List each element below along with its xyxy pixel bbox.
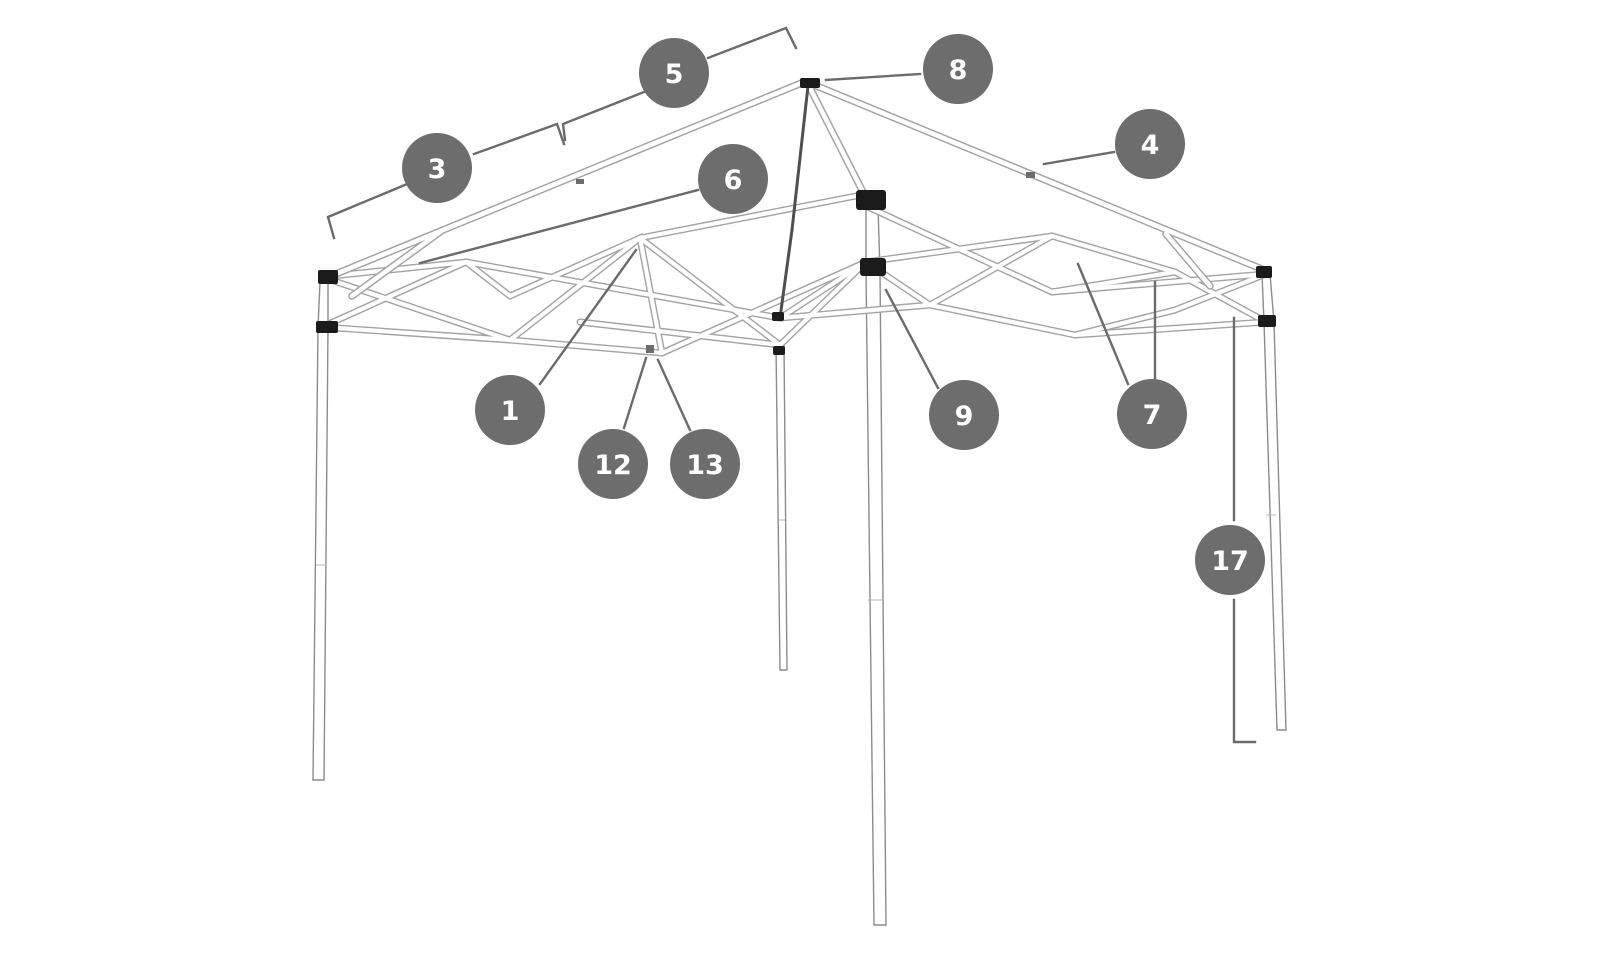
- callouts: 1 3 4 5 6 7 8 9: [402, 34, 1265, 595]
- truss-right-lower-hi: [863, 259, 1269, 338]
- rafter-right-hi: [809, 81, 1267, 273]
- canopy-frame: [312, 78, 1287, 926]
- callout-8-circle: [923, 34, 993, 104]
- corner-connector-front-left-top: [318, 270, 338, 284]
- leg-front-center: [865, 271, 887, 926]
- corner-connector-front-right-top: [1256, 266, 1272, 278]
- leader-6: [418, 188, 700, 265]
- callout-7-label: 7: [1143, 400, 1162, 431]
- truss-front-diag-a-hi: [659, 259, 869, 356]
- callout-6-circle: [698, 144, 768, 214]
- truss-right-cross-c-hi: [1049, 269, 1178, 295]
- truss-front-cross: [636, 234, 870, 350]
- callout-12-circle: [578, 429, 648, 499]
- callout-5-label: 5: [665, 59, 684, 90]
- leader-3-bracket-left: [326, 180, 414, 240]
- callout-8: 8: [923, 34, 993, 104]
- truss-back-upper-hi: [637, 193, 859, 241]
- rafter-front-hi: [807, 85, 869, 201]
- center-scissor-pin: [646, 345, 654, 353]
- callout-12: 12: [578, 429, 648, 499]
- leader-lines: [326, 26, 1257, 744]
- callout-17: 17: [1195, 525, 1265, 595]
- rafter-left-brace-hi: [349, 229, 443, 299]
- callout-3-label: 3: [428, 154, 447, 185]
- truss-left-cross-a-hi: [319, 259, 469, 330]
- truss-right-cross-d-hi: [1072, 271, 1269, 338]
- rafter-right-brace-hi: [1163, 231, 1213, 289]
- corner-connector-front-right-slider: [1258, 315, 1276, 327]
- truss-front-lower-hi: [577, 319, 783, 348]
- roof-rafters: [322, 78, 1268, 319]
- callout-1-circle: [475, 375, 545, 445]
- leader-8: [824, 72, 922, 82]
- corner-connector-front-center-slider: [860, 258, 886, 276]
- corner-connector-back-left-slider: [773, 346, 785, 355]
- callout-6-label: 6: [724, 165, 743, 196]
- callout-1: 1: [475, 375, 545, 445]
- leader-1: [538, 248, 638, 386]
- leader-9: [884, 288, 940, 390]
- leader-7a: [1076, 262, 1130, 386]
- callout-3-circle: [402, 133, 472, 203]
- callout-5: 5: [639, 38, 709, 108]
- corner-connector-front-center-top: [856, 190, 886, 210]
- callout-7: 7: [1117, 379, 1187, 449]
- rafter-joint-marker-left: [576, 179, 584, 184]
- center-strap: [778, 85, 810, 319]
- rafter-left-hi: [323, 79, 807, 281]
- callout-8-label: 8: [949, 55, 968, 86]
- truss-back-mid-hi: [777, 302, 933, 321]
- callout-9-label: 9: [955, 401, 974, 432]
- leg-front-left: [312, 327, 329, 781]
- leg-front-right-upper: [1261, 273, 1275, 323]
- callout-4-label: 4: [1141, 130, 1160, 161]
- corner-connector-front-left-slider: [316, 321, 338, 333]
- callout-17-label: 17: [1211, 546, 1249, 577]
- frame-connectors: [316, 78, 1276, 355]
- callout-17-circle: [1195, 525, 1265, 595]
- leader-17-bottom: [1232, 598, 1257, 744]
- leader-13: [656, 358, 692, 432]
- rafter-joint-marker: [1026, 172, 1035, 178]
- leg-back-left: [775, 344, 788, 671]
- callout-13-circle: [670, 429, 740, 499]
- top-hub-connector: [800, 78, 820, 88]
- corner-connector-back-left-top: [772, 312, 784, 321]
- callout-9: 9: [929, 380, 999, 450]
- leader-4: [1042, 150, 1116, 166]
- callout-5-circle: [639, 38, 709, 108]
- callout-13-label: 13: [686, 450, 724, 481]
- truss-left-upper-hi: [319, 235, 665, 356]
- leg-front-right: [1263, 321, 1287, 731]
- truss-left-lower-hi: [319, 324, 665, 356]
- callout-12-label: 12: [594, 450, 632, 481]
- leader-12: [622, 356, 648, 430]
- callout-9-circle: [929, 380, 999, 450]
- leader-5-bracket-right: [706, 26, 798, 60]
- truss-right-cross-b-hi: [927, 233, 1055, 308]
- callout-7-circle: [1117, 379, 1187, 449]
- callout-4: 4: [1115, 109, 1185, 179]
- callout-1-label: 1: [501, 396, 520, 427]
- callout-6: 6: [698, 144, 768, 214]
- callout-3: 3: [402, 133, 472, 203]
- leader-5-bracket-left: [561, 90, 646, 142]
- callout-4-circle: [1115, 109, 1185, 179]
- leader-3-bracket-right: [472, 122, 566, 156]
- callout-13: 13: [670, 429, 740, 499]
